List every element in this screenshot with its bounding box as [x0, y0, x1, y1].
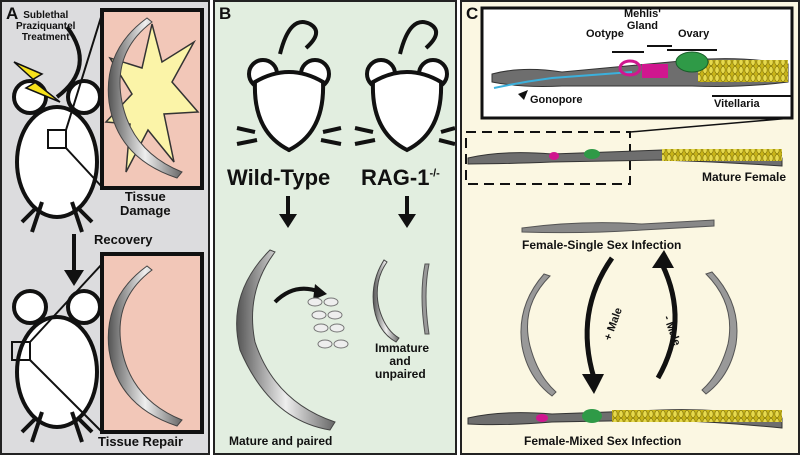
rag1-text: RAG-1: [361, 165, 430, 190]
panel-letter-c: C: [466, 4, 479, 23]
worm-damaged: [107, 17, 183, 179]
worm-immature-female: [421, 263, 430, 335]
immature-line-2: and: [389, 354, 411, 368]
ootype-label: Ootype: [586, 28, 624, 40]
wild-type-label: Wild-Type: [227, 165, 331, 190]
treatment-line-2: Praziquantel: [16, 21, 76, 32]
arrow-up-icon: [652, 250, 674, 268]
male-worm-left: [520, 273, 557, 397]
recovery-label: Recovery: [94, 232, 153, 247]
treatment-line-3: Treatment: [21, 32, 70, 43]
sample-box-bottom: [11, 341, 31, 361]
panel-c-illustration: [465, 6, 794, 429]
panel-letter-a: A: [6, 4, 19, 23]
mehlis-line-1: Mehlis': [624, 8, 661, 20]
mehlis-line-2: Gland: [626, 20, 659, 32]
worm-repaired: [107, 265, 183, 427]
panel-b: B Wild-Type RAG-1-/- Immature and unpair…: [213, 0, 457, 455]
panel-a-illustration: [11, 8, 204, 443]
mouse-rag1: [354, 20, 455, 153]
single-sex-worm: [521, 219, 715, 234]
panel-a: A Sublethal Praziquantel Treatment Tissu…: [0, 0, 210, 455]
mouse-outline-bottom: [12, 289, 102, 443]
arrow-down-icon: [398, 214, 416, 228]
immature-line-3: unpaired: [375, 367, 426, 381]
ovary-label: Ovary: [678, 28, 710, 40]
eggs: [307, 297, 349, 349]
mixed-sex-label: Female-Mixed Sex Infection: [524, 434, 682, 448]
gonopore-label: Gonopore: [530, 94, 583, 106]
immature-label: Immature and unpaired: [375, 341, 430, 381]
male-worm-right: [701, 271, 738, 395]
panel-c: C Mehlis' Gland Ootype Ovary Gonopore Vi…: [460, 0, 800, 455]
lightning-icon: [13, 61, 61, 103]
single-sex-label: Female-Single Sex Infection: [522, 238, 682, 252]
mature-female-label: Mature Female: [702, 170, 787, 184]
arrow-icon: [313, 284, 327, 300]
ovary: [675, 51, 709, 73]
immature-line-1: Immature: [375, 341, 430, 355]
sample-box-top: [47, 129, 67, 149]
arrow-icon: [518, 90, 528, 100]
arrow-down-icon: [64, 270, 84, 286]
tissue-damage-label: Tissue Damage: [120, 190, 171, 218]
ootype: [618, 59, 642, 77]
arrow-down-icon: [582, 374, 604, 394]
vitellaria-label: Vitellaria: [714, 98, 760, 110]
worm-immature-male: [372, 259, 400, 343]
mehlis-gland: [642, 64, 668, 78]
arrow-down-icon: [279, 214, 297, 228]
treatment-label: Sublethal Praziquantel Treatment: [16, 10, 75, 43]
damage-line-2: Damage: [120, 203, 171, 218]
treatment-line-1: Sublethal: [23, 10, 69, 21]
mature-paired-label: Mature and paired: [229, 434, 333, 448]
vitellaria-magnified: [698, 60, 788, 82]
gonopore-duct: [493, 71, 633, 89]
rag1-superscript: -/-: [429, 167, 440, 180]
panel-letter-b: B: [219, 4, 232, 23]
mouse-wild-type: [236, 20, 342, 153]
panel-b-illustration: [236, 20, 455, 431]
tissue-repair-label: Tissue Repair: [98, 434, 184, 449]
mehlis-gland-label: Mehlis' Gland: [624, 8, 661, 32]
damage-line-1: Tissue: [124, 189, 166, 204]
rag1-label: RAG-1-/-: [361, 165, 440, 191]
zoom-region: [465, 131, 631, 185]
worm-mature-paired: [236, 249, 336, 431]
